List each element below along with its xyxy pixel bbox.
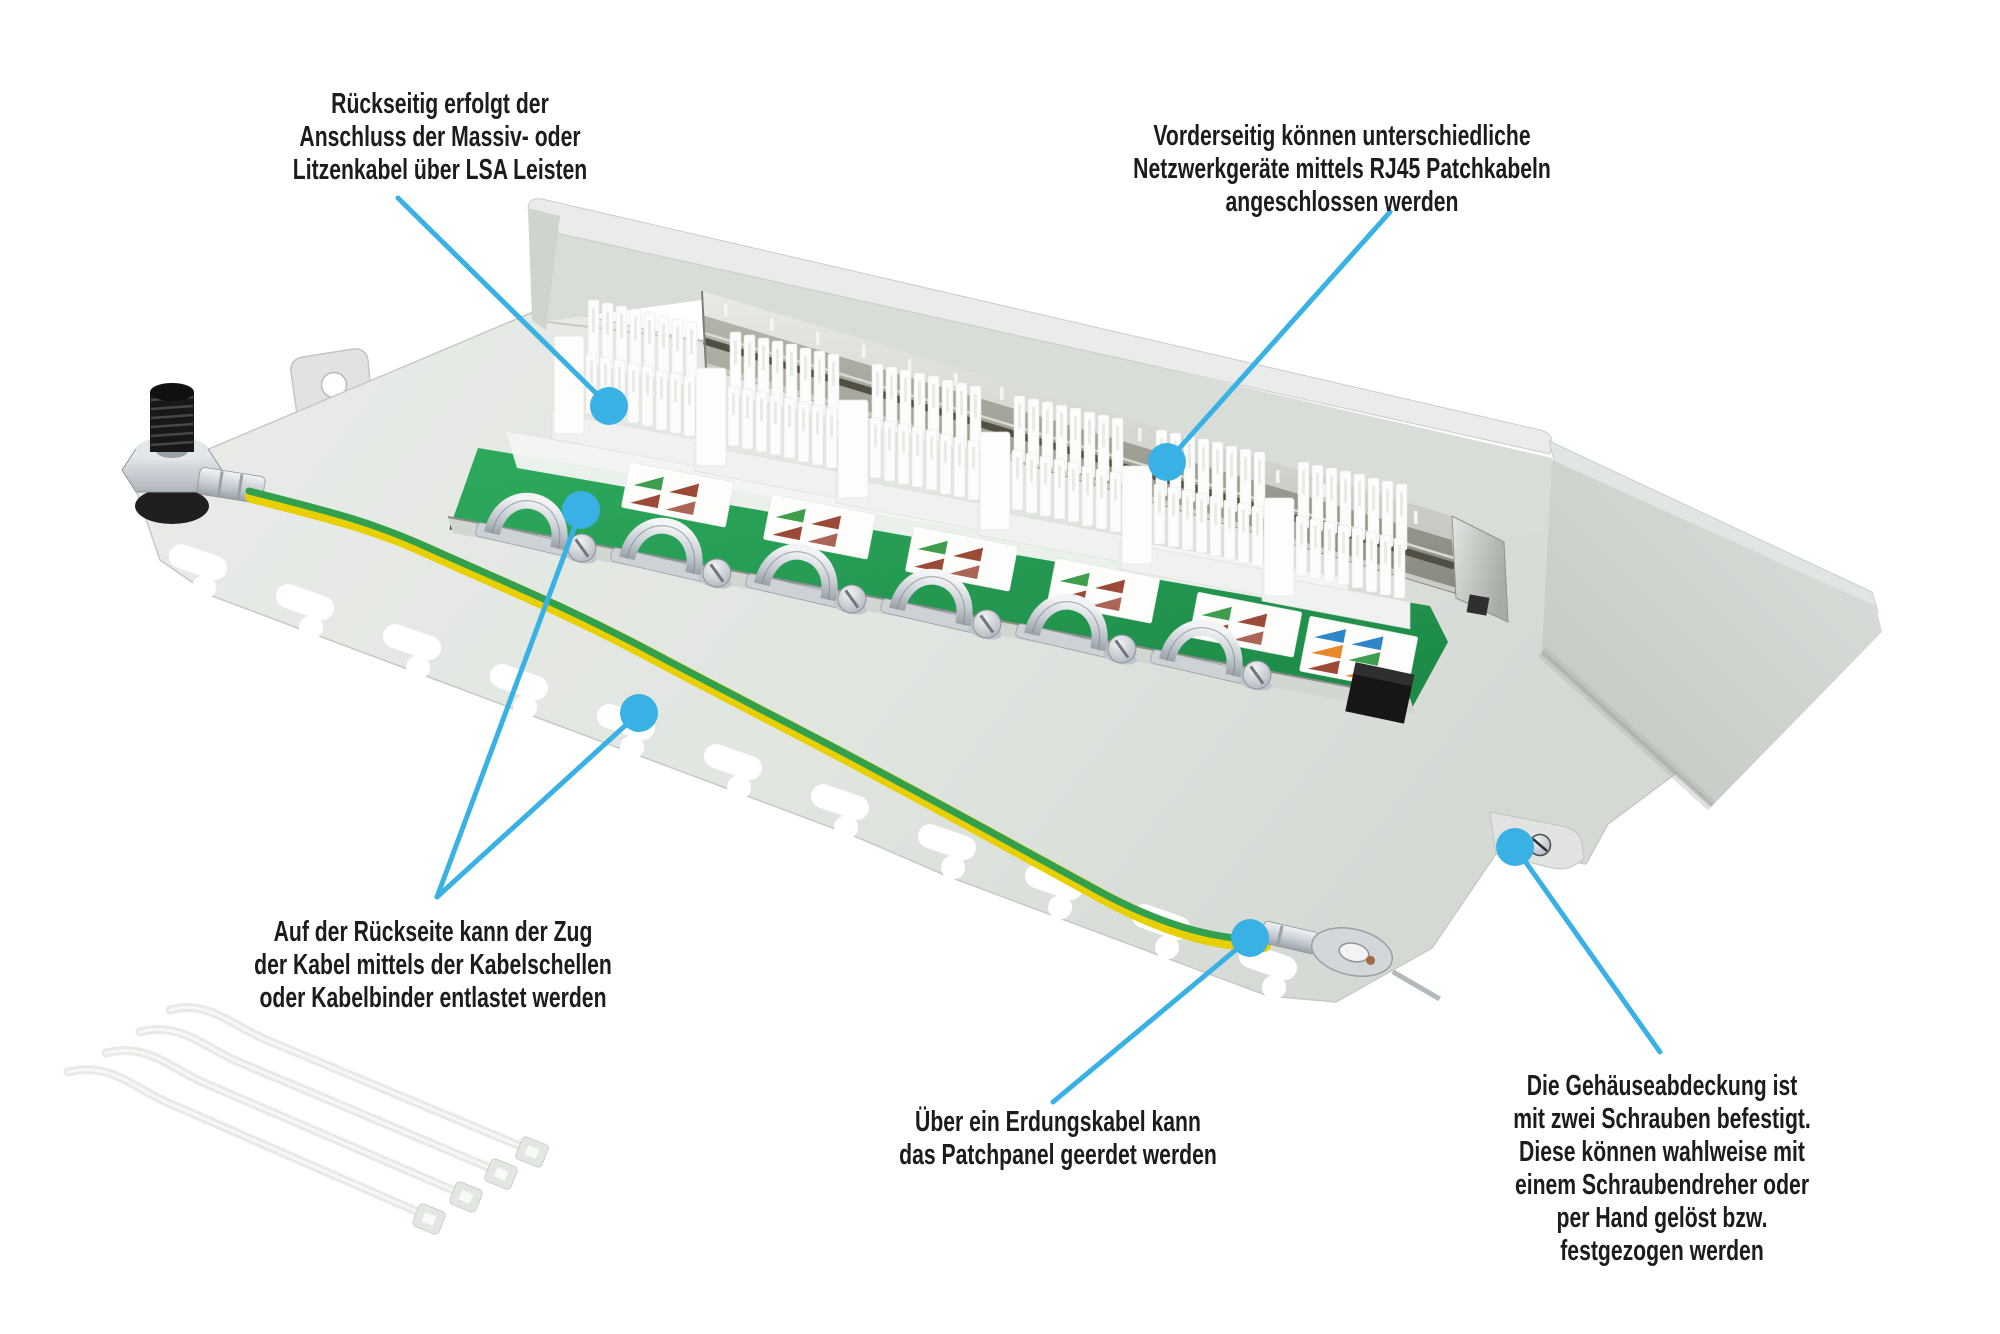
caption-line: Netzwerkgeräte mittels RJ45 Patchkabeln: [1133, 153, 1551, 185]
caption-line: Rückseitig erfolgt der: [331, 88, 549, 120]
pcb-connector: [1345, 662, 1415, 724]
caption-strain-relief: Auf der Rückseite kann der Zug der Kabel…: [214, 916, 652, 1015]
leader-rj45: [1164, 209, 1393, 465]
caption-line: Diese können wahlweise mit: [1519, 1136, 1805, 1168]
caption-line: Über ein Erdungskabel kann: [915, 1106, 1201, 1138]
leader-screws: [1512, 844, 1663, 1055]
caption-line: festgezogen werden: [1560, 1235, 1764, 1267]
ground-wire: [245, 487, 1271, 952]
caption-cover-screws: Die Gehäuseabdeckung ist mit zwei Schrau…: [1443, 1070, 1881, 1268]
caption-grounding: Über ein Erdungskabel kann das Patchpane…: [839, 1106, 1277, 1172]
caption-line: einem Schraubendreher oder: [1514, 1169, 1810, 1201]
caption-line: per Hand gelöst bzw.: [1556, 1202, 1768, 1234]
marker-dot-lsa: [590, 387, 628, 425]
marker-dot-rj45: [1148, 443, 1186, 481]
caption-line: Anschluss der Massiv- oder: [299, 121, 581, 153]
leader-lsa: [395, 195, 612, 409]
rj45-shield: [1451, 515, 1509, 623]
caption-line: angeschlossen werden: [1225, 186, 1459, 218]
housing-right-wall: [1537, 440, 1882, 811]
caption-line: das Patchpanel geerdet werden: [899, 1139, 1217, 1171]
cable-ties: [63, 1002, 550, 1236]
marker-dot-clamp: [562, 491, 600, 529]
caption-line: Auf der Rückseite kann der Zug: [273, 916, 593, 948]
patch-panel-housing: [63, 198, 1882, 1236]
caption-line: oder Kabelbinder entlastet werden: [259, 982, 607, 1014]
caption-rj45-front: Vorderseitig können unterschiedliche Net…: [1123, 120, 1561, 219]
marker-dot-tray-edge: [620, 694, 658, 732]
leader-strain-1: [434, 507, 584, 900]
caption-lsa-strips: Rückseitig erfolgt der Anschluss der Mas…: [221, 88, 659, 187]
leader-strain-2: [434, 710, 642, 900]
callout-dots: [562, 387, 1534, 957]
callout-leaders: [395, 195, 1663, 1105]
caption-line: Litzenkabel über LSA Leisten: [292, 154, 588, 186]
marker-dot-ground: [1231, 919, 1269, 957]
leader-ground: [1050, 935, 1253, 1105]
caption-line: der Kabel mittels der Kabelschellen: [254, 949, 612, 981]
caption-line: Vorderseitig können unterschiedliche: [1153, 120, 1531, 152]
marker-dot-screw: [1496, 828, 1534, 866]
ring-terminal: [1260, 920, 1441, 1002]
caption-line: mit zwei Schrauben befestigt.: [1513, 1103, 1811, 1135]
caption-line: Die Gehäuseabdeckung ist: [1526, 1070, 1798, 1102]
